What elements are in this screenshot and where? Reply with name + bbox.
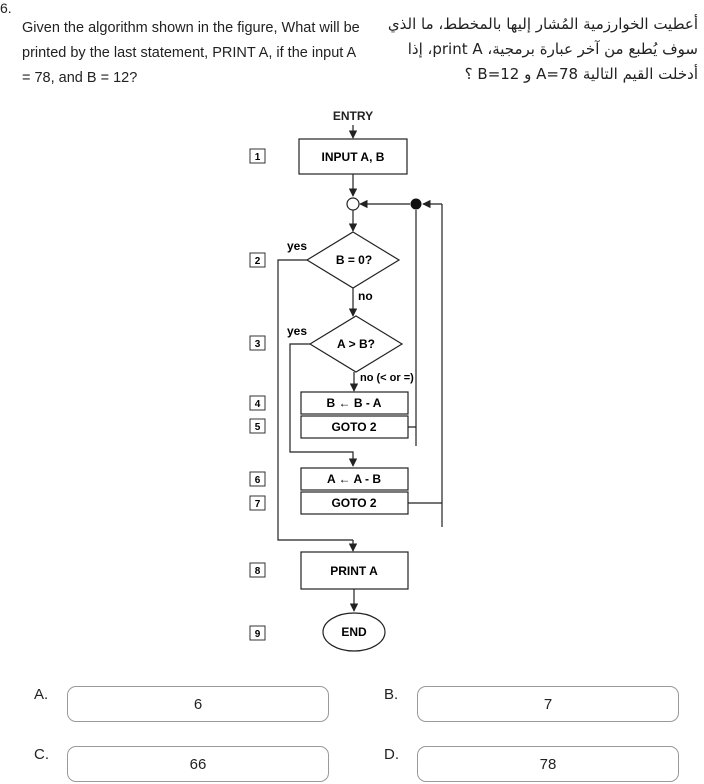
- step-3-text: A > B?: [337, 337, 375, 351]
- step-number-9: 9: [249, 625, 266, 641]
- step-7-box: [300, 491, 409, 515]
- svg-text:8: 8: [255, 566, 261, 577]
- step-1-box: [298, 138, 408, 175]
- option-b-value: 7: [543, 695, 553, 713]
- step-3-yes-label: yes: [287, 324, 307, 338]
- step-1-text: INPUT A, B: [322, 150, 385, 164]
- svg-text:3: 3: [255, 339, 261, 350]
- svg-text:1: 1: [255, 152, 261, 163]
- step-9-end-oval: [322, 612, 386, 652]
- svg-text:7: 7: [255, 499, 261, 510]
- option-a-value: 6: [193, 695, 203, 713]
- option-c-button[interactable]: 66: [67, 746, 329, 782]
- svg-text:6: 6: [255, 475, 261, 486]
- question-text-english: Given the algorithm shown in the figure,…: [22, 20, 360, 86]
- step-number-2: 2: [249, 252, 266, 268]
- step-2-yes-label: yes: [287, 239, 307, 253]
- step-3-diamond: [308, 315, 404, 373]
- step-8-text: PRINT A: [330, 564, 378, 578]
- option-d-value: 78: [539, 755, 557, 773]
- option-c-value: 66: [189, 755, 207, 773]
- question-text-arabic: أعطيت الخوارزمية المُشار إليها بالمخطط، …: [387, 15, 698, 83]
- svg-text:5: 5: [255, 422, 261, 433]
- option-d-letter: D.: [384, 746, 399, 763]
- step-5-box: [300, 415, 409, 439]
- step-number-3: 3: [249, 335, 266, 351]
- step-number-5: 5: [249, 418, 266, 434]
- step-3-yes-path: [289, 343, 358, 467]
- entry-label: ENTRY: [333, 109, 373, 123]
- svg-text:4: 4: [255, 399, 261, 410]
- step-2-yes-path: [277, 259, 353, 541]
- option-b-letter: B.: [384, 686, 399, 703]
- step-4-box: [300, 391, 409, 415]
- step-number-7: 7: [249, 495, 266, 511]
- step-number-6: 6: [249, 471, 266, 487]
- option-c-letter: C.: [34, 746, 49, 763]
- option-a-button[interactable]: 6: [67, 686, 329, 722]
- junction-open-circle: [346, 197, 360, 211]
- option-d-button[interactable]: 78: [417, 746, 679, 782]
- step-4-text: B ← B - A: [327, 396, 382, 410]
- step-2-text: B = 0?: [336, 253, 372, 267]
- option-b-button[interactable]: 7: [417, 686, 679, 722]
- question-number: 6.: [0, 0, 12, 16]
- loop-goto-5: [408, 210, 417, 446]
- option-a-letter: A.: [34, 686, 49, 703]
- step-number-8: 8: [249, 562, 266, 578]
- loop-goto-7: [408, 204, 443, 527]
- step-9-text: END: [341, 625, 367, 639]
- svg-text:2: 2: [255, 256, 261, 267]
- step-6-text: A ← A - B: [327, 472, 381, 486]
- step-7-text: GOTO 2: [331, 496, 376, 510]
- junction-filled-dot: [410, 198, 422, 210]
- step-number-1: 1: [249, 148, 266, 164]
- step-2-no-label: no: [358, 289, 373, 303]
- step-5-text: GOTO 2: [331, 420, 376, 434]
- step-number-4: 4: [249, 395, 266, 411]
- step-6-box: [300, 467, 409, 491]
- step-3-no-label: no (< or =): [360, 372, 414, 384]
- svg-text:9: 9: [255, 629, 261, 640]
